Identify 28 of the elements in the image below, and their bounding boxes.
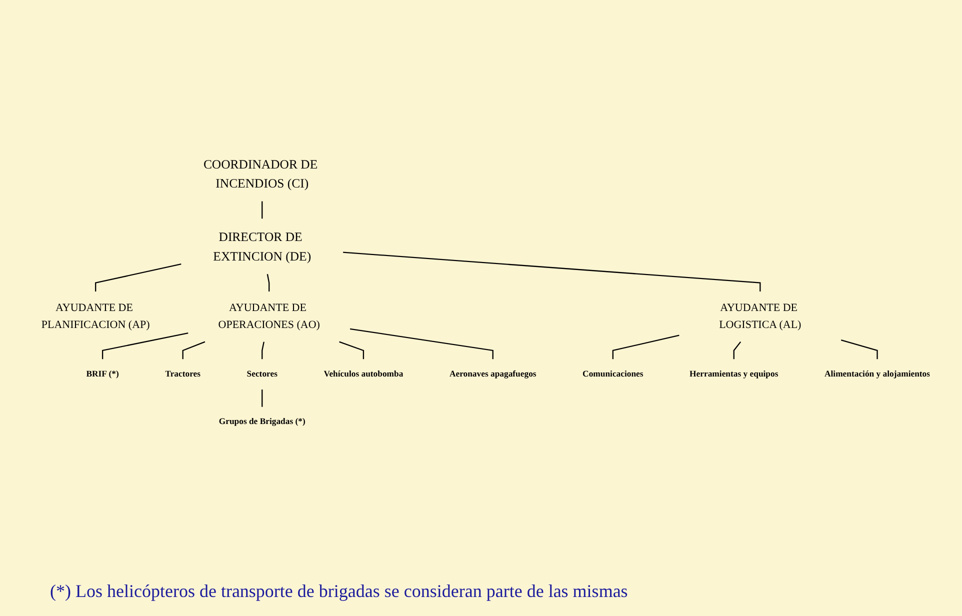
connector <box>95 264 182 292</box>
node-text: Aeronaves apagafuegos <box>449 370 536 379</box>
footnote: (*) Los helicópteros de transporte de brigadas se consideran parte de las mismas <box>50 581 629 602</box>
node-text: Herramientas y equipos <box>690 370 778 379</box>
node-text: AYUDANTE DE PLANIFICACION (AP) <box>41 302 150 331</box>
node-text: BRIF (*) <box>86 370 119 379</box>
connector <box>350 328 494 360</box>
node-text: AYUDANTE DE OPERACIONES (AO) <box>218 302 320 331</box>
connector <box>343 252 761 292</box>
connector <box>102 332 188 360</box>
node-text: Tractores <box>165 370 201 379</box>
node-text: Comunicaciones <box>582 370 644 379</box>
connector <box>733 341 742 360</box>
node-text: Sectores <box>246 370 278 379</box>
connector <box>262 342 264 360</box>
node-text: DIRECTOR DE EXTINCION (DE) <box>213 230 312 264</box>
node-text: AYUDANTE DE LOGISTICA (AL) <box>719 302 802 331</box>
connector <box>612 334 680 360</box>
node-text: Alimentación y alojamientos <box>824 370 930 379</box>
connector <box>266 274 270 292</box>
connector <box>182 341 206 360</box>
connector <box>262 201 263 219</box>
node-text: COORDINADOR DE INCENDIOS (CI) <box>203 156 318 190</box>
connector <box>840 340 878 360</box>
node-text: Vehículos autobomba <box>324 370 404 379</box>
connector <box>339 341 364 360</box>
connector <box>262 390 263 407</box>
node-text: Grupos de Brigadas (*) <box>218 417 306 427</box>
